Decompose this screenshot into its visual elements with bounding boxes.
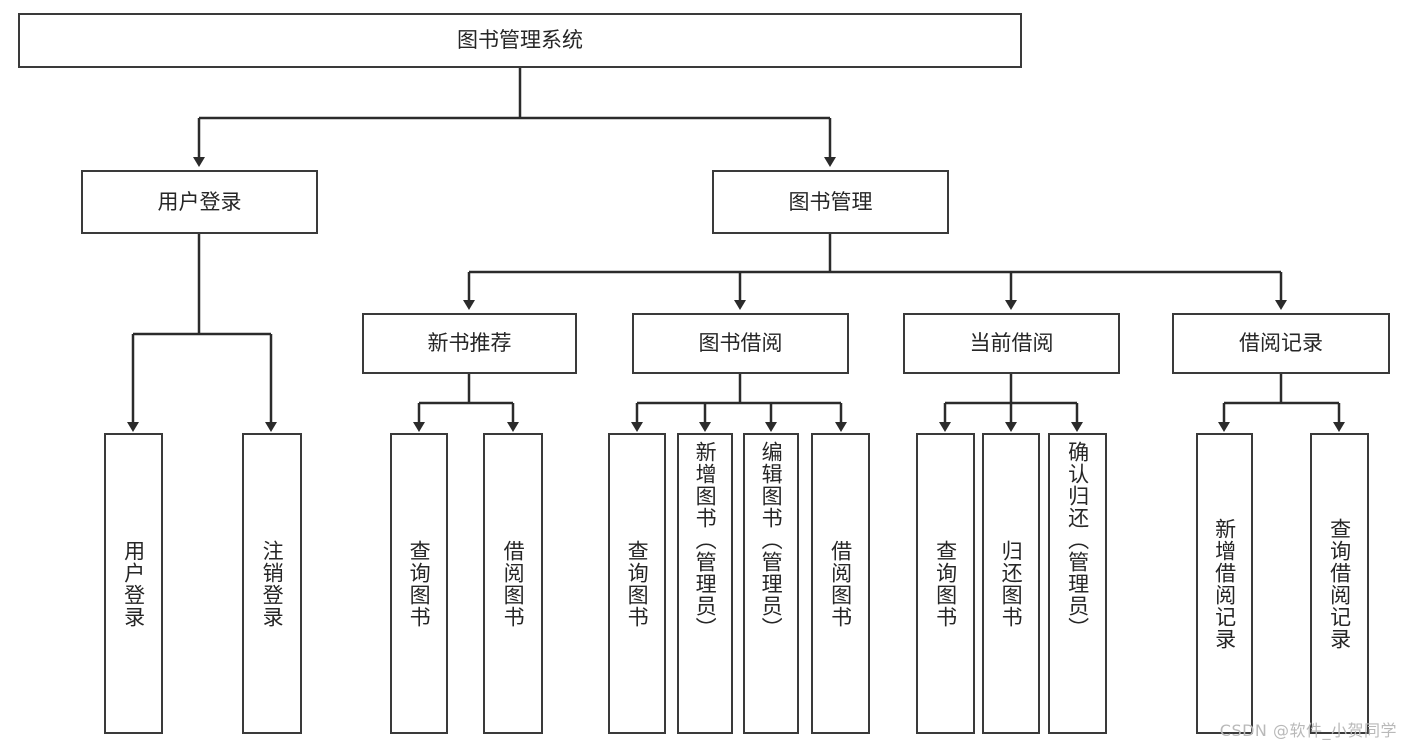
node-leaf-add-book[interactable]: 新增图书（管理员） (677, 433, 733, 734)
node-leaf-query-book-3[interactable]: 查询图书 (916, 433, 975, 734)
node-leaf-borrow-book-1-label: 借阅图书 (501, 539, 526, 628)
node-root-label: 图书管理系统 (457, 28, 583, 53)
node-root[interactable]: 图书管理系统 (18, 13, 1022, 68)
node-leaf-add-record-label: 新增借阅记录 (1212, 517, 1237, 650)
node-leaf-query-record[interactable]: 查询借阅记录 (1310, 433, 1369, 734)
node-leaf-return-book-label: 归还图书 (999, 539, 1024, 628)
node-leaf-query-book-1-label: 查询图书 (407, 539, 432, 628)
node-leaf-return-book[interactable]: 归还图书 (982, 433, 1040, 734)
node-leaf-logout[interactable]: 注销登录 (242, 433, 302, 734)
node-new-book-rec-label: 新书推荐 (427, 331, 512, 356)
node-leaf-confirm-return-label: 确认归还（管理员） (1065, 441, 1090, 639)
node-leaf-edit-book-label: 编辑图书（管理员） (759, 441, 784, 639)
node-leaf-query-book-2[interactable]: 查询图书 (608, 433, 666, 734)
node-leaf-add-book-label: 新增图书（管理员） (693, 441, 718, 639)
csdn-watermark: CSDN @软件_小贺同学 (1219, 721, 1397, 740)
node-leaf-user-login[interactable]: 用户登录 (104, 433, 163, 734)
node-user-login[interactable]: 用户登录 (81, 170, 318, 234)
node-leaf-edit-book[interactable]: 编辑图书（管理员） (743, 433, 799, 734)
node-leaf-user-login-label: 用户登录 (121, 539, 146, 628)
node-book-manage[interactable]: 图书管理 (712, 170, 949, 234)
node-new-book-rec[interactable]: 新书推荐 (362, 313, 577, 374)
node-leaf-query-book-1[interactable]: 查询图书 (390, 433, 448, 734)
node-leaf-query-record-label: 查询借阅记录 (1327, 517, 1352, 650)
node-book-manage-label: 图书管理 (788, 189, 873, 214)
node-leaf-borrow-book-1[interactable]: 借阅图书 (483, 433, 543, 734)
node-leaf-add-record[interactable]: 新增借阅记录 (1196, 433, 1253, 734)
node-user-login-label: 用户登录 (157, 189, 242, 214)
node-leaf-borrow-book-2[interactable]: 借阅图书 (811, 433, 870, 734)
node-current-borrow[interactable]: 当前借阅 (903, 313, 1120, 374)
node-current-borrow-label: 当前借阅 (969, 331, 1054, 356)
node-borrow-record-label: 借阅记录 (1239, 331, 1323, 356)
node-leaf-confirm-return[interactable]: 确认归还（管理员） (1048, 433, 1107, 734)
node-book-borrow[interactable]: 图书借阅 (632, 313, 849, 374)
node-leaf-borrow-book-2-label: 借阅图书 (828, 539, 853, 628)
node-leaf-logout-label: 注销登录 (260, 539, 285, 628)
node-borrow-record[interactable]: 借阅记录 (1172, 313, 1390, 374)
node-book-borrow-label: 图书借阅 (698, 331, 783, 356)
node-leaf-query-book-3-label: 查询图书 (933, 539, 958, 628)
node-leaf-query-book-2-label: 查询图书 (625, 539, 650, 628)
